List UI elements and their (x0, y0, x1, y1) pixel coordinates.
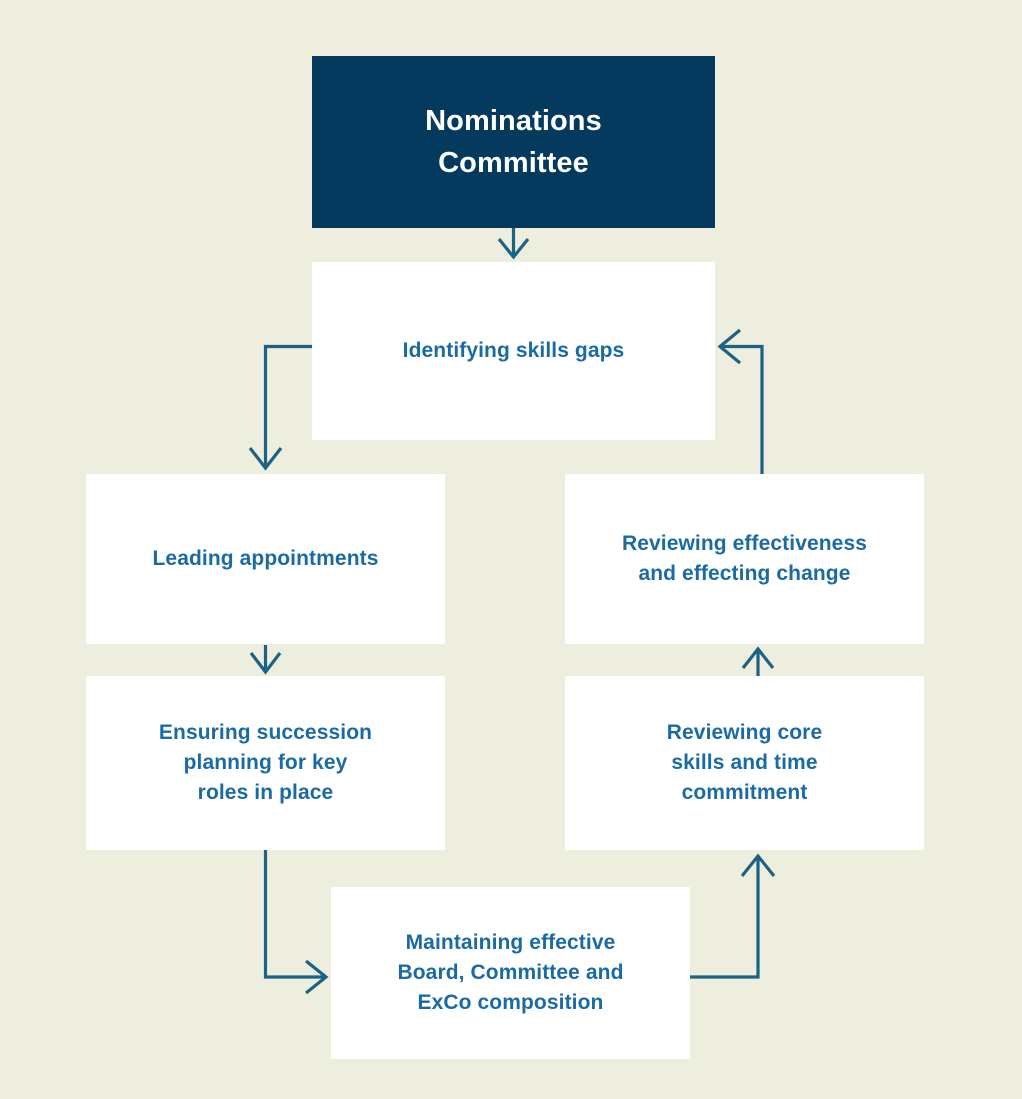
connector-leading-appointments-to-succession-planning (249, 645, 282, 675)
node-maintaining-board-composition-label: Maintaining effective Board, Committee a… (397, 931, 624, 1014)
node-maintaining-board-composition: Maintaining effective Board, Committee a… (331, 887, 690, 1059)
node-reviewing-effectiveness: Reviewing effectiveness and effecting ch… (565, 474, 924, 644)
connector-root-to-skills-gaps (497, 228, 530, 260)
node-identifying-skills-gaps: Identifying skills gaps (312, 262, 715, 440)
node-reviewing-core-skills-label: Reviewing core skills and time commitmen… (666, 721, 823, 804)
connector-succession-planning-to-board-composition (263, 850, 329, 995)
node-ensuring-succession-planning-label: Ensuring succession planning for key rol… (158, 721, 373, 804)
node-leading-appointments-label: Leading appointments (152, 547, 379, 571)
connector-reviewing-core-skills-to-reviewing-effectiveness (741, 646, 775, 676)
node-nominations-committee: Nominations Committee (312, 56, 715, 228)
node-reviewing-effectiveness-label: Reviewing effectiveness and effecting ch… (621, 532, 868, 585)
node-identifying-skills-gaps-label: Identifying skills gaps (402, 339, 625, 363)
connector-reviewing-effectiveness-to-skills-gaps (717, 328, 764, 474)
node-nominations-committee-label: Nominations Committee (425, 104, 602, 179)
connector-board-composition-to-reviewing-core-skills (690, 853, 776, 979)
node-ensuring-succession-planning: Ensuring succession planning for key rol… (86, 676, 445, 850)
node-leading-appointments: Leading appointments (86, 474, 445, 644)
node-reviewing-core-skills: Reviewing core skills and time commitmen… (565, 676, 924, 850)
connector-skills-gaps-to-leading-appointments (248, 344, 312, 471)
